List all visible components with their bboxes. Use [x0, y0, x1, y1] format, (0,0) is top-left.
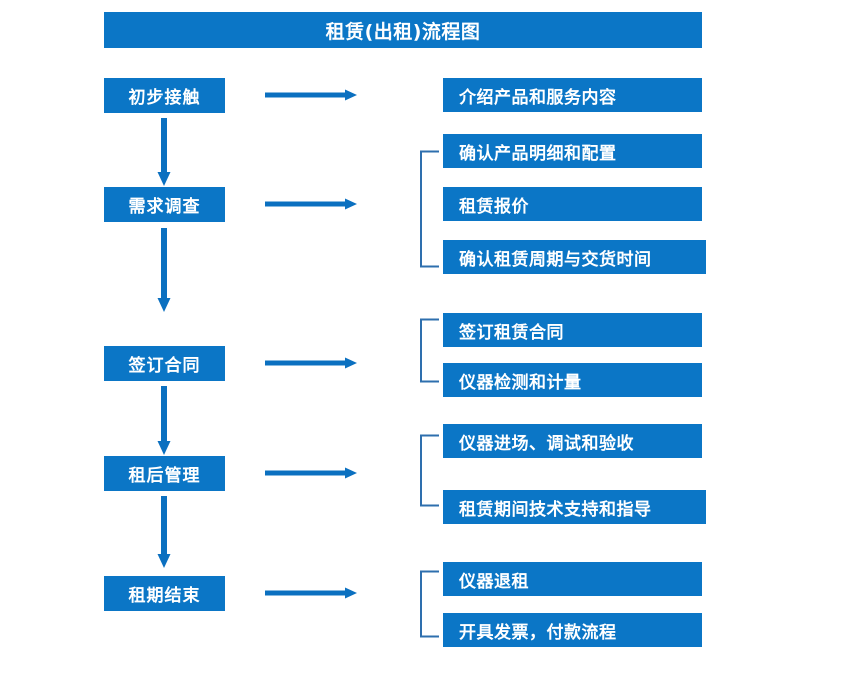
- detail-box-3-1[interactable]: 签订租赁合同: [443, 313, 702, 347]
- arrow-down-2: [156, 228, 172, 312]
- arrow-down-3: [156, 386, 172, 455]
- arrow-down-1: [156, 118, 172, 186]
- stage-box-1[interactable]: 初步接触: [104, 78, 225, 113]
- detail-box-3-2[interactable]: 仪器检测和计量: [443, 363, 702, 397]
- arrow-right-1: [265, 88, 357, 102]
- arrow-right-4: [265, 466, 357, 480]
- stage-box-3[interactable]: 签订合同: [104, 346, 225, 381]
- diagram-title: 租赁(出租)流程图: [104, 12, 702, 48]
- arrow-right-2: [265, 197, 357, 211]
- detail-box-2-3[interactable]: 确认租赁周期与交货时间: [443, 240, 706, 274]
- stage-box-2[interactable]: 需求调查: [104, 187, 225, 222]
- group-bracket-3: [419, 318, 439, 383]
- arrow-right-5: [265, 586, 357, 600]
- arrow-down-4: [156, 496, 172, 568]
- detail-box-4-1[interactable]: 仪器进场、调试和验收: [443, 424, 702, 458]
- detail-box-2-1[interactable]: 确认产品明细和配置: [443, 134, 702, 168]
- group-bracket-5: [419, 570, 439, 638]
- detail-box-4-2[interactable]: 租赁期间技术支持和指导: [443, 490, 706, 524]
- arrow-right-3: [265, 356, 357, 370]
- detail-box-5-2[interactable]: 开具发票，付款流程: [443, 613, 702, 647]
- stage-box-4[interactable]: 租后管理: [104, 456, 225, 491]
- group-bracket-4: [419, 434, 439, 507]
- stage-box-5[interactable]: 租期结束: [104, 576, 225, 611]
- detail-box-5-1[interactable]: 仪器退租: [443, 562, 702, 596]
- detail-box-2-2[interactable]: 租赁报价: [443, 187, 702, 221]
- group-bracket-2: [419, 150, 439, 268]
- detail-box-1-1[interactable]: 介绍产品和服务内容: [443, 78, 702, 112]
